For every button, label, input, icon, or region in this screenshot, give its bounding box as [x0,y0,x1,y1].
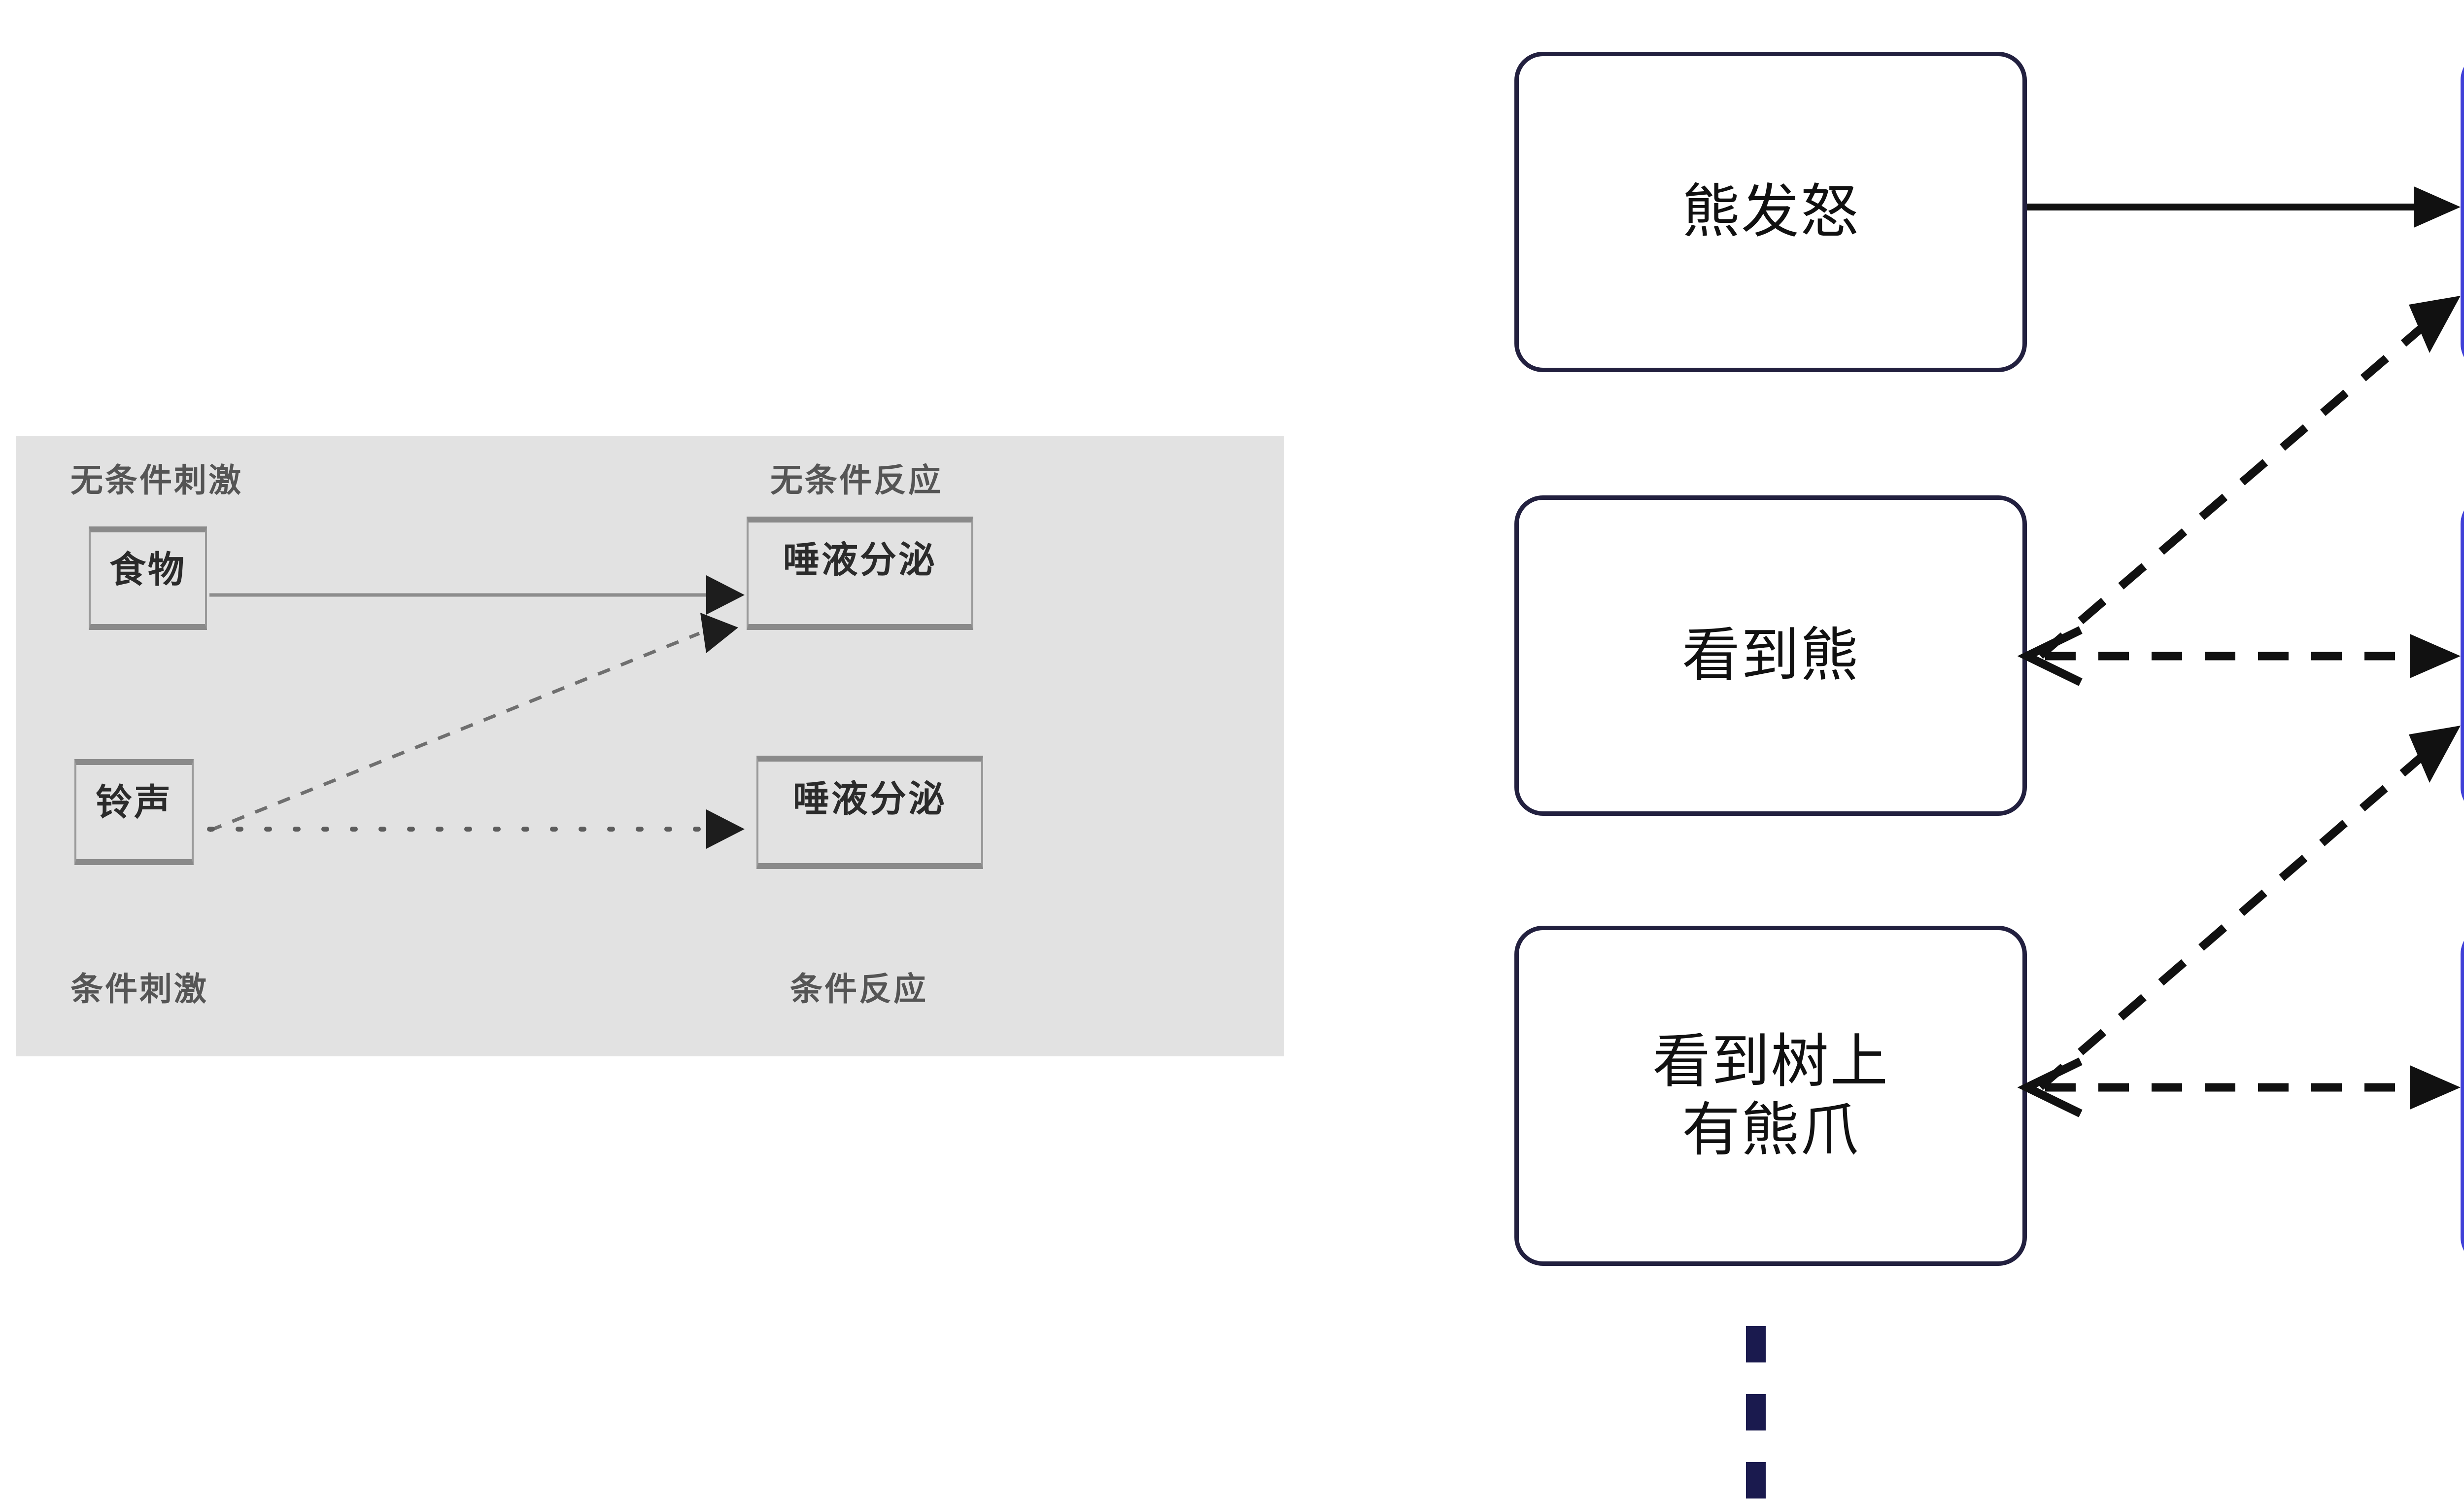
node-reward[interactable]: 奖励 [2461,52,2464,372]
node-see-claw-on-tree-label: 看到树上 有熊爪 [1652,1027,1889,1164]
node-see-claw-on-tree[interactable]: 看到树上 有熊爪 [1514,926,2027,1266]
label-unconditioned-stimulus: 无条件刺激 [70,462,243,498]
arrow-see-bear-to-reward [2037,322,2428,659]
node-see-bear-label: 看到熊 [1681,621,1859,690]
arrowhead-see-bear-to-reward [2409,296,2461,353]
ellipsis-left-column [1746,1326,1766,1499]
classical-conditioning-panel: 无条件刺激 无条件反应 条件刺激 条件反应 食物 铃声 唾液分泌 唾液分泌 [16,436,1284,1056]
arrowhead-see-claw-to-value-s-prime [2409,726,2461,783]
node-value-s-prime[interactable]: V(s′) [2461,495,2464,816]
box-salivation-bottom-label: 唾液分泌 [793,778,947,819]
node-value-s[interactable]: V(s) [2461,926,2464,1266]
node-see-bear[interactable]: 看到熊 [1514,495,2027,816]
box-bell: 铃声 [74,759,194,865]
arrowhead-see-claw-to-value-s-end [2410,1065,2461,1110]
ellipsis-dot [1746,1462,1766,1499]
box-salivation-top-label: 唾液分泌 [783,539,937,580]
label-conditioned-stimulus: 条件刺激 [70,971,208,1007]
ellipsis-dot [1746,1394,1766,1430]
arrowhead-food-to-salivation [706,575,745,615]
label-unconditioned-response: 无条件反应 [770,462,943,498]
left-panel-connectors [207,575,745,849]
node-bear-angry[interactable]: 熊发怒 [1514,52,2027,372]
arrowhead-see-bear-to-value-s-prime-start [2017,626,2083,686]
arrow-see-claw-to-value-s-prime [2037,751,2428,1090]
box-food-label: 食物 [109,549,186,590]
box-salivation-top: 唾液分泌 [747,517,973,630]
node-bear-angry-label: 熊发怒 [1681,177,1859,246]
arrowhead-see-bear-to-value-s-prime-end [2410,634,2461,678]
box-food: 食物 [89,526,207,630]
arrowhead-bell-to-salivation-horizontal [706,809,745,849]
arrow-bell-to-salivation-diagonal [208,631,700,833]
label-conditioned-response: 条件反应 [790,971,928,1007]
arrowhead-see-claw-to-value-s-start [2017,1057,2083,1117]
arrowhead-bell-to-salivation-diagonal [700,613,738,653]
box-bell-label: 铃声 [96,782,172,823]
box-salivation-bottom: 唾液分泌 [756,756,983,869]
ellipsis-dot [1746,1326,1766,1362]
arrowhead-bear-angry-to-reward [2414,186,2461,228]
